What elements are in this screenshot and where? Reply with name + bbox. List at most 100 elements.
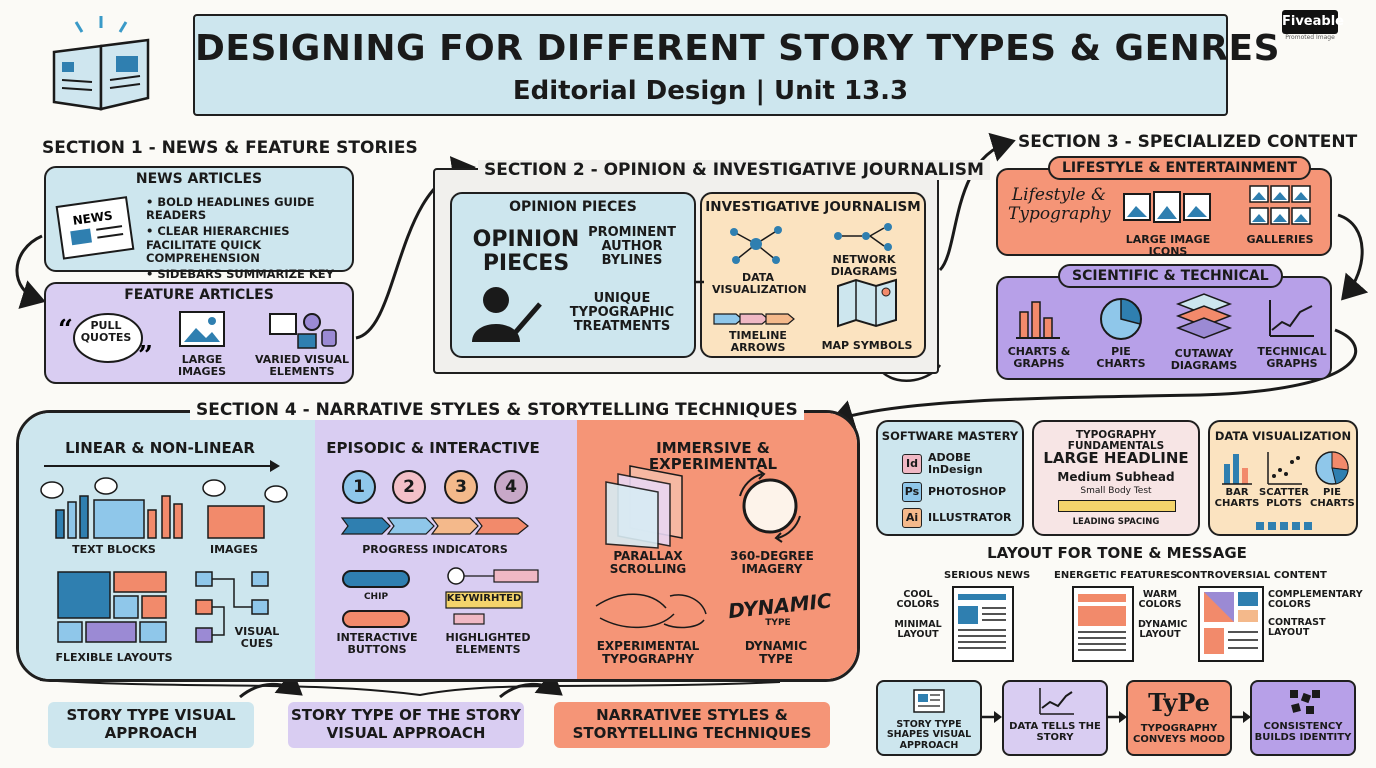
story-type-of-story-box: STORY TYPE OF THE STORY VISUAL APPROACH bbox=[288, 702, 524, 748]
map-icon bbox=[837, 278, 897, 328]
line-graph-icon bbox=[1039, 688, 1074, 715]
brand-logo: Fiveable bbox=[1282, 10, 1344, 34]
energetic-layout-icon bbox=[1072, 586, 1134, 662]
linear-arrow bbox=[44, 460, 280, 472]
svg-text:”: ” bbox=[138, 341, 153, 371]
lifestyle-card: LIFESTYLE & ENTERTAINMENT Lifestyle & Ty… bbox=[996, 156, 1332, 258]
leading-ruler bbox=[1058, 500, 1176, 512]
technical-graph-icon bbox=[1269, 300, 1314, 337]
interactive-buttons-label: INTERACTIVE BUTTONS bbox=[336, 631, 418, 656]
large-images-label: LARGE IMAGES bbox=[177, 353, 227, 378]
flow-step-4-label: CONSISTENCY BUILDS IDENTITY bbox=[1254, 721, 1352, 743]
title-banner: DESIGNING FOR DIFFERENT STORY TYPES & GE… bbox=[193, 14, 1281, 116]
newspaper-small-icon bbox=[913, 689, 945, 713]
varied-elements-label: VARIED VISUAL ELEMENTS bbox=[255, 353, 349, 378]
large-image-icons bbox=[1123, 191, 1211, 223]
cutaway-label: CUTAWAY DIAGRAMS bbox=[1170, 347, 1238, 372]
step-4-circle: 4 bbox=[494, 470, 528, 504]
text-blocks-label: TEXT BLOCKS bbox=[72, 543, 156, 556]
flexible-layouts-label: FLEXIBLE LAYOUTS bbox=[55, 651, 173, 664]
bar-charts-label: BAR CHARTS bbox=[1214, 487, 1260, 509]
speech-bubble-icon: “” bbox=[58, 313, 153, 371]
chip-label: CHIP bbox=[363, 592, 389, 602]
scientific-card: SCIENTIFIC & TECHNICAL CHARTS & GRAPHS P… bbox=[996, 264, 1332, 380]
subhead-sample: Medium Subhead bbox=[1057, 470, 1175, 484]
section1-heading: SECTION 1 - NEWS & FEATURE STORIES bbox=[42, 138, 418, 158]
warm-colors-label: WARM COLORS bbox=[1138, 589, 1182, 611]
bar-chart-icon bbox=[1016, 301, 1060, 339]
feature-articles-title: FEATURE ARTICLES bbox=[124, 287, 274, 303]
news-bullet-2: CLEAR HIERARCHIES FACILITATE QUICK COMPR… bbox=[146, 224, 290, 265]
pie-chart-icon bbox=[1100, 298, 1142, 340]
typography-card: TYPOGRAPHY FUNDAMENTALS LARGE HEADLINE M… bbox=[1032, 420, 1200, 536]
flow-step-3: TyPe TYPOGRAPHY CONVEYS MOOD bbox=[1126, 680, 1232, 756]
network-diagram-icon bbox=[834, 223, 892, 251]
experimental-typography-label: EXPERIMENTAL TYPOGRAPHY bbox=[596, 639, 700, 666]
data-network-icon bbox=[730, 226, 782, 264]
indesign-icon: Id bbox=[902, 454, 922, 475]
investigative-card: INVESTIGATIVE JOURNALISM DATA VISUALIZAT… bbox=[700, 192, 926, 358]
page-subtitle: Editorial Design | Unit 13.3 bbox=[512, 76, 909, 106]
step-1-circle: 1 bbox=[342, 470, 376, 504]
pie-charts-small-label: PIE CHARTS bbox=[1310, 487, 1355, 509]
unique-treatments-label: UNIQUE TYPOGRAPHIC TREATMENTS bbox=[569, 291, 675, 335]
software-title: SOFTWARE MASTERY bbox=[881, 429, 1019, 443]
pie-charts-label: PIE CHARTS bbox=[1096, 345, 1146, 370]
newspaper-icon-text: NEWS bbox=[72, 208, 114, 227]
parallax-label: PARALLAX SCROLLING bbox=[609, 549, 687, 576]
contrast-layout-label: CONTRAST LAYOUT bbox=[1268, 617, 1326, 639]
dynamic-type-label: DYNAMIC TYPE bbox=[744, 639, 808, 666]
illustrator-icon: Ai bbox=[902, 508, 922, 528]
cutaway-diagram-icon bbox=[1175, 293, 1233, 339]
open-book-icon bbox=[52, 16, 150, 111]
image-icon bbox=[179, 311, 225, 347]
layout-tone-title: LAYOUT FOR TONE & MESSAGE bbox=[987, 544, 1247, 562]
section3-heading: SECTION 3 - SPECIALIZED CONTENT bbox=[1018, 132, 1358, 152]
photoshop-icon: Ps bbox=[902, 482, 922, 502]
news-bullet-1: BOLD HEADLINES GUIDE READERS bbox=[146, 195, 315, 223]
body-sample: Small Body Test bbox=[1080, 486, 1152, 496]
large-headline-sample: LARGE HEADLINE bbox=[1043, 449, 1189, 467]
svg-text:“: “ bbox=[58, 315, 73, 345]
varied-elements-icon bbox=[269, 313, 337, 349]
progress-indicators-label: PROGRESS INDICATORS bbox=[362, 543, 508, 556]
newspaper-icon: NEWS bbox=[55, 196, 135, 260]
flow-arrow-3 bbox=[1231, 711, 1251, 723]
interactive-button-2 bbox=[342, 610, 410, 628]
scatter-plot-icon bbox=[1267, 452, 1302, 485]
large-image-icons-label: LARGE IMAGE ICONS bbox=[1125, 233, 1211, 258]
step-2-circle: 2 bbox=[392, 470, 426, 504]
opinion-pieces-title: OPINION PIECES bbox=[509, 199, 637, 215]
technical-graphs-label: TECHNICAL GRAPHS bbox=[1257, 345, 1327, 370]
dynamic-layout-label: DYNAMIC LAYOUT bbox=[1138, 619, 1188, 641]
360-imagery-icon bbox=[739, 469, 801, 543]
narrative-styles-box: NARRATIVEE STYLES & STORYTELLING TECHNIQ… bbox=[554, 702, 830, 748]
serious-news-label: SERIOUS NEWS bbox=[944, 570, 1031, 581]
timeline-arrows-icon bbox=[713, 313, 795, 325]
cool-colors-label: COOL COLORS bbox=[896, 589, 940, 611]
news-articles-title: NEWS ARTICLES bbox=[135, 171, 263, 187]
flow-arrow-1 bbox=[982, 711, 1002, 723]
lifestyle-script-text: Lifestyle & Typography bbox=[1008, 185, 1111, 224]
images-label: IMAGES bbox=[209, 543, 259, 556]
linear-title: LINEAR & NON-LINEAR bbox=[65, 439, 255, 457]
complementary-colors-label: COMPLEMENTARY COLORS bbox=[1268, 589, 1363, 611]
flow-arrow-2 bbox=[1107, 711, 1127, 723]
pull-quotes-label: PULL QUOTES bbox=[80, 319, 132, 344]
flow-step-1: STORY TYPE SHAPES VISUAL APPROACH bbox=[876, 680, 982, 756]
charts-graphs-label: CHARTS & GRAPHS bbox=[1007, 345, 1071, 370]
data-viz-card: DATA VISUALIZATION BAR CHARTS SCATTER PL… bbox=[1208, 420, 1358, 536]
opinion-big-text: OPINION PIECES bbox=[472, 227, 580, 277]
minimal-layout-label: MINIMAL LAYOUT bbox=[894, 619, 942, 641]
page-title: DESIGNING FOR DIFFERENT STORY TYPES & GE… bbox=[195, 28, 1281, 69]
immersive-title: IMMERSIVE & EXPERIMENTAL bbox=[648, 439, 778, 474]
dynamic-type-sub: TYPE bbox=[765, 618, 791, 628]
episodic-panel-bg bbox=[315, 413, 577, 679]
gallery-icon bbox=[1249, 185, 1311, 225]
flow-step-2: DATA TELLS THE STORY bbox=[1002, 680, 1108, 756]
energetic-features-label: ENERGETIC FEATURES bbox=[1054, 570, 1178, 581]
map-symbols-label: MAP SYMBOLS bbox=[821, 339, 913, 352]
